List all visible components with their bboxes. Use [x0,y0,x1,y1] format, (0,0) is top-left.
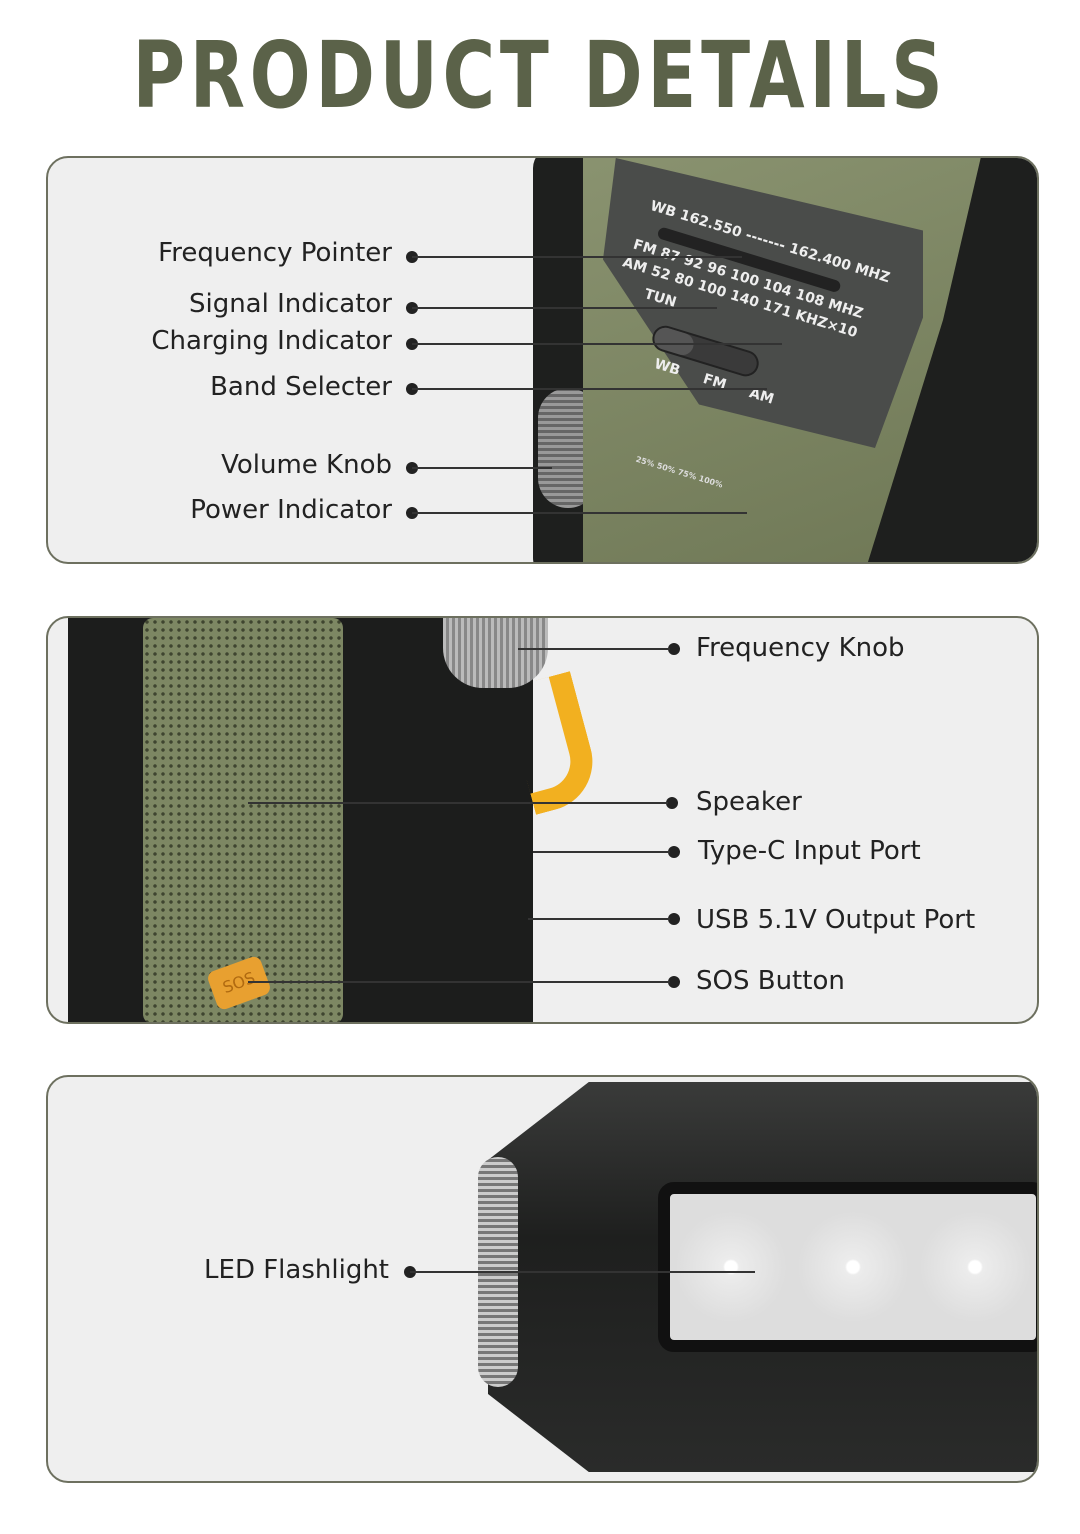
callout-dot-icon [668,846,680,858]
label-volume-knob: Volume Knob [221,450,392,480]
label-band-selecter: Band Selecter [210,372,392,402]
label-sos-button: SOS Button [696,966,845,996]
callout-line [248,802,668,804]
panel-radio-side: SOS Frequency Knob Speaker Type-C Input … [46,616,1039,1024]
callout-line [528,918,670,920]
callout-line [412,256,742,258]
label-power-indicator: Power Indicator [190,495,392,525]
led-2 [798,1212,908,1322]
callout-line [518,648,670,650]
panel-flashlight: LED Flashlight [46,1075,1039,1483]
callout-line [412,343,782,345]
label-frequency-pointer: Frequency Pointer [158,238,392,268]
callout-line [248,981,670,983]
led-1 [676,1212,786,1322]
callout-line [412,388,767,390]
callout-dot-icon [668,643,680,655]
label-speaker: Speaker [696,787,802,817]
led-3 [920,1212,1030,1322]
callout-line [412,307,717,309]
callout-dot-icon [668,976,680,988]
speaker-grille [143,618,343,1022]
label-usb-output-port: USB 5.1V Output Port [696,905,976,935]
frequency-knob-image [443,618,548,688]
page-title: PRODUCT DETAILS [132,22,948,129]
callout-line [533,851,670,853]
label-frequency-knob: Frequency Knob [696,633,905,663]
label-charging-indicator: Charging Indicator [151,326,392,356]
callout-dot-icon [666,797,678,809]
callout-line [410,1271,755,1273]
callout-dot-icon [668,913,680,925]
label-led-flashlight: LED Flashlight [204,1255,389,1285]
led-window [658,1182,1037,1352]
label-type-c-input-port: Type-C Input Port [698,836,921,866]
callout-line [412,467,552,469]
panel-radio-front: WB 162.550 ------- 162.400 MHZ FM 87 92 … [46,156,1039,564]
callout-line [412,512,747,514]
label-signal-indicator: Signal Indicator [188,289,392,319]
